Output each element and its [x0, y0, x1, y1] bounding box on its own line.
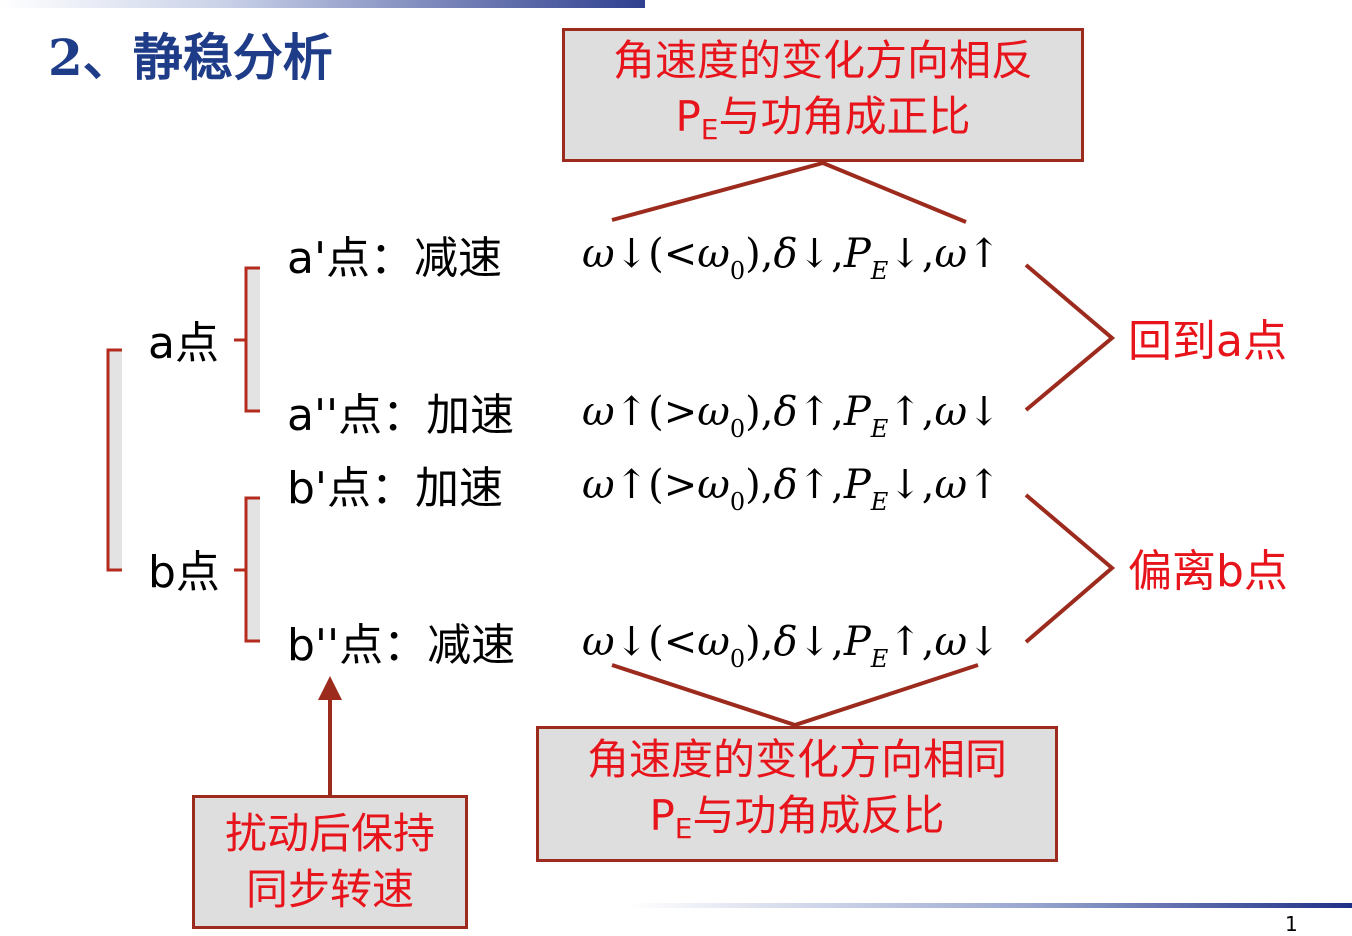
top-decorative-bar [0, 0, 645, 8]
point-a2-label: a''点：加速 [287, 390, 515, 441]
formula-a1: ω↓(<ω0),δ↓,PE↓,ω↑ [582, 231, 1001, 285]
top-box-connector [611, 160, 967, 224]
disturb-line1: 扰动后保持 [224, 809, 435, 858]
bottom-box-line1: 角速度的变化方向相同 [586, 734, 1007, 784]
bottom-decorative-bar [630, 903, 1352, 908]
formula-a2: ω↑(>ω0),δ↑,PE↑,ω↓ [582, 389, 1001, 443]
formula-b1: ω↑(>ω0),δ↑,PE↓,ω↑ [582, 462, 1001, 516]
return-a-chevron [1024, 263, 1116, 412]
top-box-line1: 角速度的变化方向相反 [612, 35, 1033, 85]
disturbance-box: 扰动后保持 同步转速 [192, 795, 468, 929]
point-a-label: a点 [148, 318, 219, 369]
return-to-a-label: 回到a点 [1128, 316, 1287, 367]
disturb-arrow-head [318, 676, 342, 700]
formula-b2: ω↓(<ω0),δ↓,PE↑,ω↓ [582, 619, 1001, 673]
top-box-line2: PE与功角成正比 [675, 91, 971, 146]
deviate-from-b-label: 偏离b点 [1128, 546, 1288, 597]
point-b1-label: b'点：加速 [287, 463, 504, 514]
page-number: 1 [1285, 912, 1298, 936]
deviate-b-chevron [1024, 493, 1116, 644]
bottom-box-connector [611, 663, 979, 728]
point-b-label: b点 [148, 547, 220, 598]
page-title: 2、静稳分析 [48, 28, 333, 87]
outer-bracket [106, 348, 122, 572]
bottom-box-line2: PE与功角成反比 [649, 790, 945, 845]
point-b2-label: b''点：减速 [287, 620, 516, 671]
a-bracket [234, 266, 260, 413]
disturb-line2: 同步转速 [245, 865, 414, 914]
bottom-explanation-box: 角速度的变化方向相同 PE与功角成反比 [536, 726, 1058, 862]
b-bracket [234, 496, 260, 643]
top-explanation-box: 角速度的变化方向相反 PE与功角成正比 [562, 28, 1084, 162]
point-a1-label: a'点：减速 [287, 233, 503, 284]
